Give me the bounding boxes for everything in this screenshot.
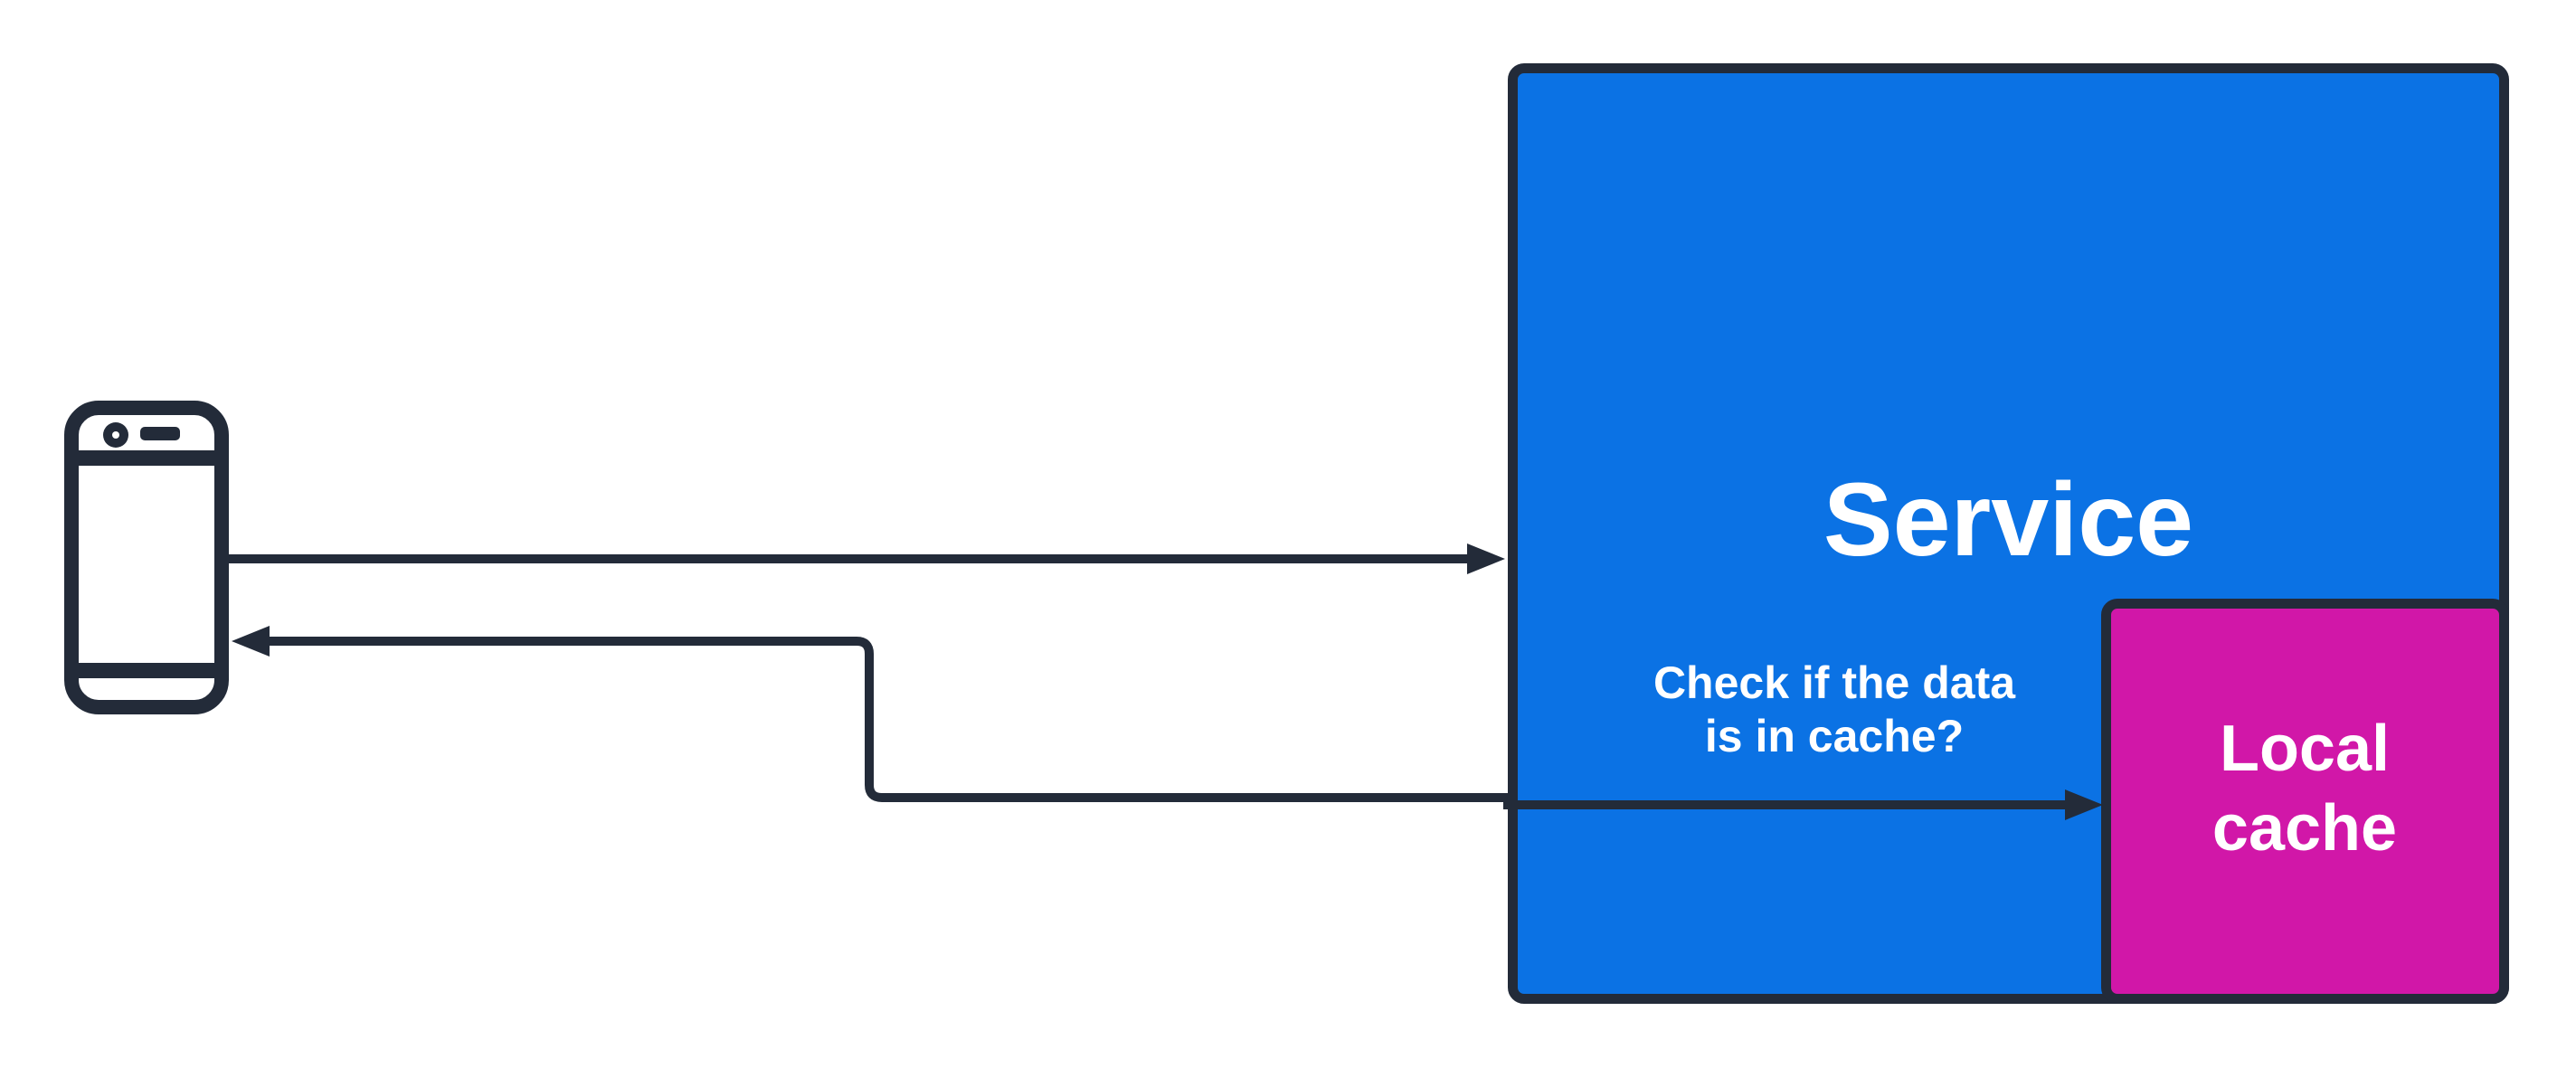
cache-check-annotation: Check if the data is in cache?	[1608, 657, 2060, 763]
arrow-service-to-cache	[1503, 789, 2103, 820]
local-cache-node	[2101, 599, 2509, 1004]
local-cache-label: Local cache	[2211, 713, 2398, 865]
smartphone-icon	[64, 401, 229, 714]
cache-check-annotation-line1: Check if the data	[1653, 657, 2016, 708]
arrow-service-to-client	[232, 626, 1508, 802]
cache-check-annotation-line2: is in cache?	[1704, 711, 1965, 761]
arrow-client-to-service	[229, 543, 1505, 574]
service-label: Service	[1823, 462, 2194, 578]
